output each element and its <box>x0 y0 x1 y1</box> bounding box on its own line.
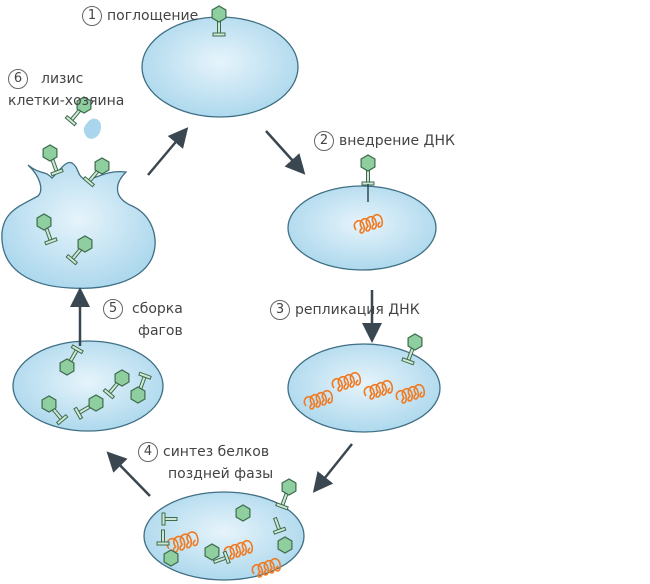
step-number: 3 <box>270 300 290 320</box>
step-4-label: 4 синтез белков поздней фазы <box>138 441 273 485</box>
step-text: поздней фазы <box>168 466 274 482</box>
dna-strand <box>353 213 384 234</box>
phage-head-icon <box>130 386 146 404</box>
phage-tail-icon <box>73 404 92 420</box>
phage-head-icon <box>59 358 75 376</box>
phage-head-icon <box>211 5 227 23</box>
phage-head-icon <box>235 504 251 522</box>
step-2-label: 2 внедрение ДНК <box>314 130 455 152</box>
step-number: 4 <box>138 442 158 462</box>
phage-head-icon <box>163 549 179 567</box>
step-1-label: 1 поглощение <box>82 5 198 27</box>
phage-head-icon <box>36 213 52 231</box>
step-text: клетки-хозяина <box>8 93 125 109</box>
phage-tail-icon <box>161 512 178 526</box>
phage-head-icon <box>204 543 220 561</box>
phage-tail-icon <box>212 550 231 565</box>
phage-head-icon <box>77 235 93 253</box>
phage-tail-icon <box>64 108 82 127</box>
dna-strand <box>395 383 426 404</box>
step-text: репликация ДНК <box>295 302 420 318</box>
lysed-cell-step-6 <box>1 161 156 289</box>
step-5-label: 5 сборка фагов <box>103 298 183 342</box>
phage-tail-icon <box>50 158 64 177</box>
phage-tail-icon <box>275 492 289 511</box>
cell-step-3 <box>287 343 441 433</box>
phage-head-icon <box>281 478 297 496</box>
phage-head-icon <box>88 394 104 412</box>
arrow-4-to-5 <box>106 451 151 497</box>
phage-head-icon <box>41 395 57 413</box>
phage-tail-icon <box>51 407 69 426</box>
dna-strand <box>223 539 254 560</box>
step-6-label: 6 лизис клетки-хозяина <box>8 68 124 112</box>
phage-tail-icon <box>44 227 58 246</box>
phage-tail-icon <box>361 169 375 186</box>
step-number: 6 <box>8 69 28 89</box>
step-number: 5 <box>103 299 123 319</box>
step-text: лизис <box>41 71 84 87</box>
dna-strand <box>251 557 282 578</box>
arrow-6-to-1 <box>147 127 189 176</box>
step-text: поглощение <box>107 8 199 24</box>
phage-head-icon <box>114 369 130 387</box>
phage-head-icon <box>42 144 58 162</box>
phage-head-icon <box>360 154 376 172</box>
arrow-3-to-4 <box>312 443 353 493</box>
phage-tail-icon <box>156 529 170 546</box>
step-text: синтез белков <box>163 444 270 460</box>
step-text: фагов <box>138 323 183 339</box>
phage-tail-icon <box>272 516 287 535</box>
dna-strand <box>166 531 199 553</box>
dna-strand <box>303 389 334 410</box>
cell-debris <box>83 118 102 139</box>
step-number: 2 <box>314 131 334 151</box>
step-text: внедрение ДНК <box>339 133 455 149</box>
phage-head-icon <box>277 536 293 554</box>
phage-head-icon <box>76 96 92 114</box>
step-text: сборка <box>132 301 183 317</box>
cell-step-4 <box>143 491 305 581</box>
phage-tail-icon <box>102 381 120 400</box>
dna-strand <box>363 379 394 400</box>
arrow-1-to-2 <box>265 130 306 175</box>
step-number: 1 <box>82 6 102 26</box>
step-3-label: 3 репликация ДНК <box>270 299 420 321</box>
dna-strand <box>331 371 362 392</box>
phage-head-icon <box>94 157 110 175</box>
phage-head-icon <box>407 333 423 351</box>
